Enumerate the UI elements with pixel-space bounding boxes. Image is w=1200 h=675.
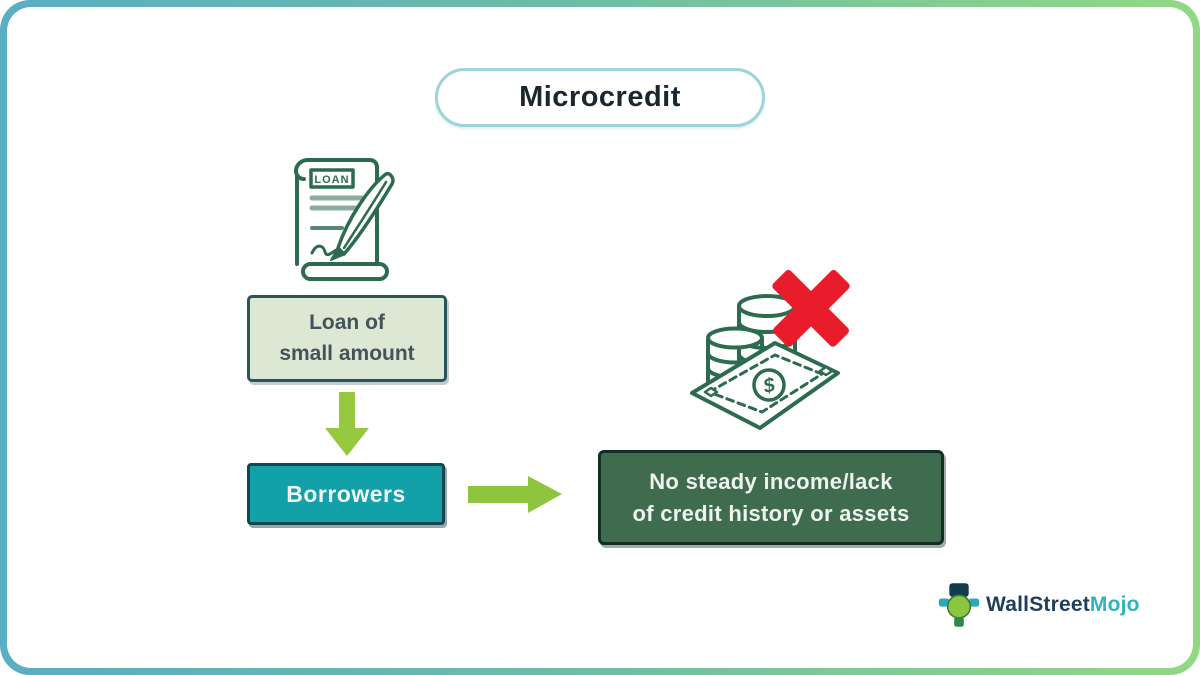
logo-text: WallStreetMojo: [986, 593, 1140, 617]
borrowers-label: Borrowers: [286, 480, 406, 507]
logo-text-primary: WallStreet: [986, 593, 1090, 616]
red-cross-icon: [772, 270, 850, 347]
right-arrow-icon: [468, 476, 562, 513]
rejected-money-icon: $: [690, 270, 850, 430]
dollar-symbol: $: [761, 374, 778, 398]
mojo-mascot-icon: [938, 583, 980, 627]
down-arrow-icon: [325, 392, 369, 456]
borrowers-box: Borrowers: [247, 463, 445, 525]
title-pill: Microcredit: [435, 68, 765, 127]
banknote: [690, 341, 840, 430]
page-title: Microcredit: [519, 81, 681, 113]
loan-amount-box: Loan of small amount: [247, 295, 447, 382]
reason-line1: No steady income/lack: [649, 468, 893, 494]
wallstreetmojo-logo: WallStreetMojo: [938, 582, 1140, 628]
loan-line1: Loan of: [309, 311, 385, 335]
no-credit-box: No steady income/lack of credit history …: [598, 450, 944, 545]
loan-line2: small amount: [279, 341, 415, 365]
reason-line2: of credit history or assets: [632, 500, 910, 526]
loan-document-icon: LOAN: [294, 158, 395, 281]
loan-banner-text: LOAN: [314, 174, 349, 186]
logo-text-accent: Mojo: [1089, 593, 1140, 616]
